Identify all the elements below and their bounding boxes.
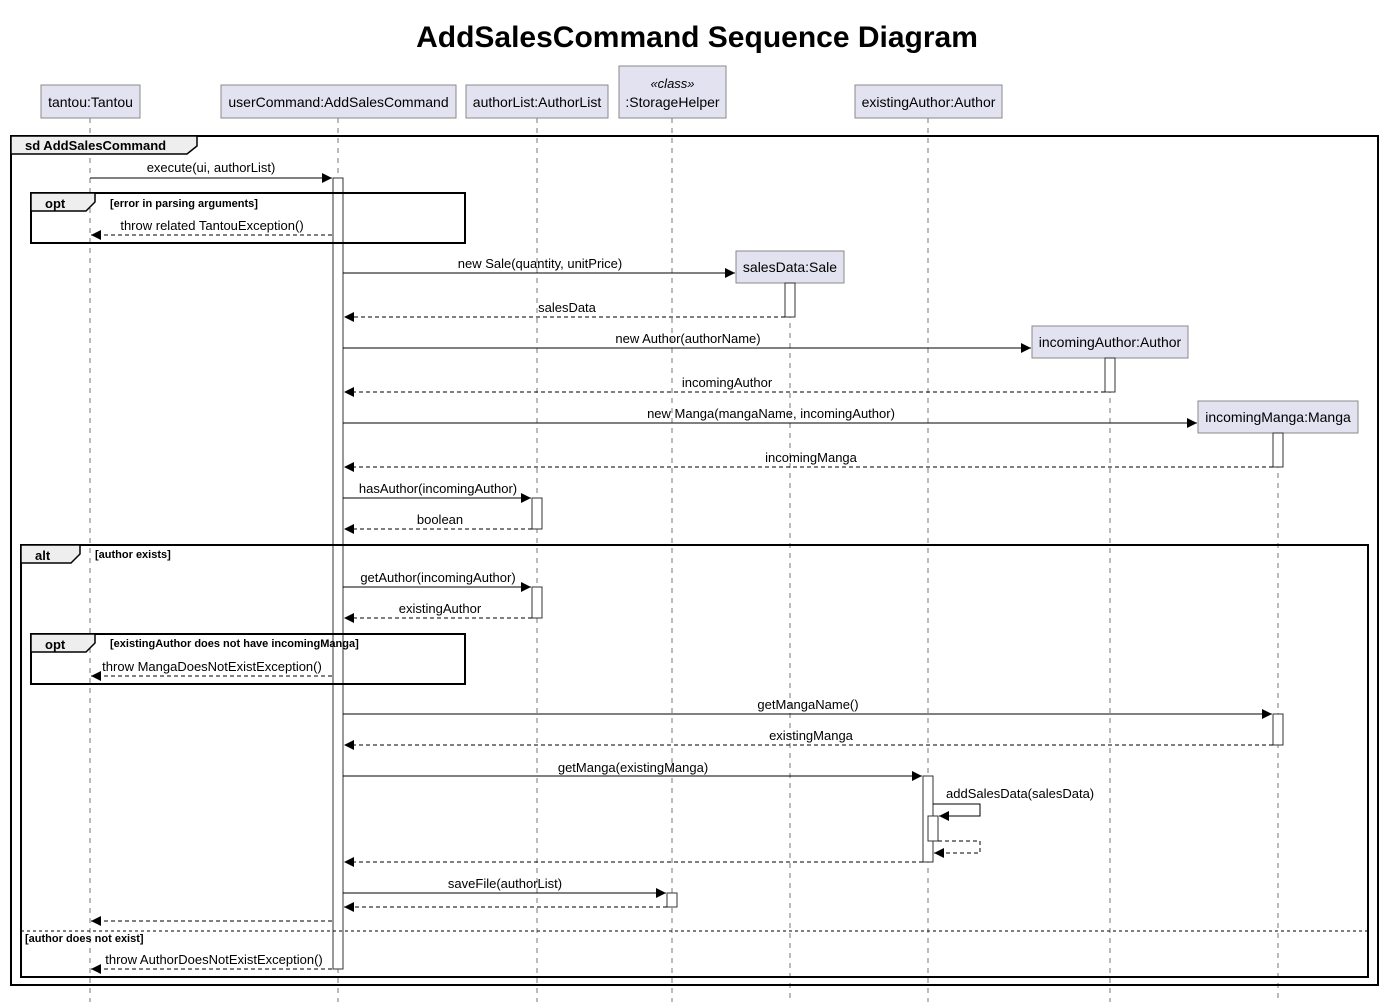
message-get-manga-name-label: getMangaName() bbox=[757, 697, 858, 712]
activation-incoming-author bbox=[1104, 357, 1116, 393]
participant-label: existingAuthor:Author bbox=[862, 94, 996, 110]
participant-label: incomingAuthor:Author bbox=[1039, 334, 1182, 350]
participant-user-command: userCommand:AddSalesCommand bbox=[220, 84, 457, 119]
participant-author-list: authorList:AuthorList bbox=[465, 84, 609, 119]
activation-sales-data bbox=[784, 282, 796, 318]
participant-label: authorList:AuthorList bbox=[473, 94, 602, 110]
message-throw-tantou-exception-label: throw related TantouException() bbox=[120, 218, 303, 233]
message-has-author-label: hasAuthor(incomingAuthor) bbox=[359, 481, 517, 496]
participant-label: userCommand:AddSalesCommand bbox=[228, 94, 448, 110]
message-save-file-label: saveFile(authorList) bbox=[448, 876, 562, 891]
frame-sd: sd AddSalesCommand bbox=[10, 135, 1379, 986]
message-add-sales-data-label: addSalesData(salesData) bbox=[946, 786, 1094, 801]
frame-opt-guard: [error in parsing arguments] bbox=[110, 198, 258, 210]
participant-label: salesData:Sale bbox=[743, 259, 837, 275]
participant-label: tantou:Tantou bbox=[48, 94, 133, 110]
stereotype-label: «class» bbox=[650, 76, 694, 91]
participant-existing-author: existingAuthor:Author bbox=[854, 84, 1003, 119]
activation-storage-helper bbox=[666, 892, 678, 908]
activation-author-list-get-author bbox=[531, 586, 543, 619]
frame-opt-parsing-error: opt [error in parsing arguments] bbox=[30, 192, 466, 244]
participant-incoming-author: incomingAuthor:Author bbox=[1031, 325, 1189, 359]
message-return-incoming-author-label: incomingAuthor bbox=[682, 375, 773, 390]
message-add-sales-data-return-arrow bbox=[934, 840, 981, 858]
frame-alt-guard: [author exists] bbox=[95, 549, 171, 561]
message-new-author-label: new Author(authorName) bbox=[615, 331, 760, 346]
participant-storage-helper: «class» :StorageHelper bbox=[618, 65, 727, 119]
activation-existing-author-nested bbox=[927, 815, 939, 842]
activation-incoming-manga bbox=[1272, 432, 1284, 468]
message-add-sales-data-arrow bbox=[933, 803, 981, 821]
lifelines bbox=[89, 118, 1279, 1002]
message-get-manga-label: getManga(existingManga) bbox=[558, 760, 708, 775]
message-return-incoming-manga-label: incomingManga bbox=[765, 450, 858, 465]
frame-sd-tag: sd AddSalesCommand bbox=[25, 138, 166, 153]
message-execute-label: execute(ui, authorList) bbox=[147, 160, 276, 175]
message-new-sale-label: new Sale(quantity, unitPrice) bbox=[458, 256, 623, 271]
frame-opt-tag: opt bbox=[45, 196, 66, 211]
message-return-existing-manga-label: existingManga bbox=[769, 728, 854, 743]
participant-label: :StorageHelper bbox=[625, 94, 720, 110]
frame-opt-tag: opt bbox=[45, 637, 66, 652]
message-return-existing-author-label: existingAuthor bbox=[399, 601, 482, 616]
frame-alt-else-guard: [author does not exist] bbox=[25, 933, 144, 945]
activation-author-list-has-author bbox=[531, 497, 543, 530]
activation-incoming-manga-get-name bbox=[1272, 713, 1284, 746]
participant-incoming-manga: incomingManga:Manga bbox=[1197, 400, 1359, 434]
message-get-author-label: getAuthor(incomingAuthor) bbox=[360, 570, 515, 585]
message-return-boolean-label: boolean bbox=[417, 512, 463, 527]
participant-sales-data: salesData:Sale bbox=[735, 250, 845, 284]
message-new-manga-label: new Manga(mangaName, incomingAuthor) bbox=[647, 406, 895, 421]
message-return-sales-data-label: salesData bbox=[538, 300, 597, 315]
activation-user-command bbox=[332, 177, 344, 970]
frame-opt-manga-missing: opt [existingAuthor does not have incomi… bbox=[30, 633, 466, 685]
message-throw-manga-exception-label: throw MangaDoesNotExistException() bbox=[102, 659, 322, 674]
diagram-title: AddSalesCommand Sequence Diagram bbox=[416, 21, 978, 54]
participant-tantou: tantou:Tantou bbox=[40, 84, 141, 119]
frame-alt: alt [author exists] [author does not exi… bbox=[20, 544, 1369, 978]
frame-alt-tag: alt bbox=[35, 548, 51, 563]
frame-opt-guard: [existingAuthor does not have incomingMa… bbox=[110, 638, 359, 650]
message-throw-author-exception-label: throw AuthorDoesNotExistException() bbox=[105, 952, 322, 967]
participant-label: incomingManga:Manga bbox=[1205, 409, 1351, 425]
